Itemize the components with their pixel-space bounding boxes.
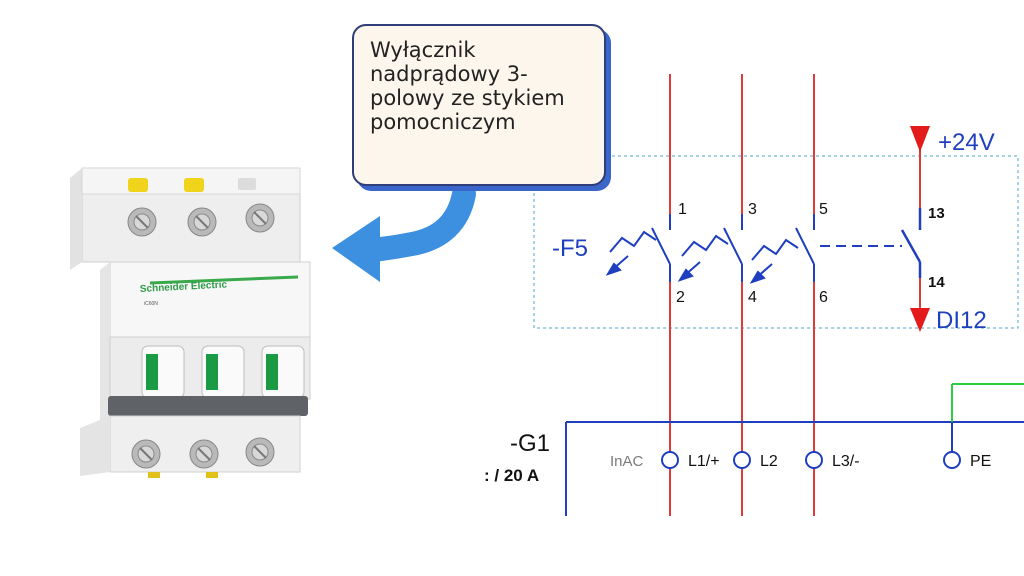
- top-screws: [127, 203, 275, 237]
- schematic: -F5 1 3 5 2 4 6 13 14 +24V DI12 -G1 : / …: [484, 74, 1024, 516]
- bus-label: -G1: [510, 430, 550, 457]
- curved-arrow-icon: [332, 182, 476, 282]
- supply-label: +24V: [938, 129, 995, 156]
- terminal-5: 5: [819, 201, 828, 218]
- bus-terminal-inac: InAC: [610, 453, 644, 470]
- device-label: -F5: [552, 235, 588, 262]
- supply-arrow-icon: [910, 126, 930, 152]
- terminal-1: 1: [678, 201, 687, 218]
- green-stripe: [149, 275, 299, 285]
- yellow-latch: [128, 178, 148, 192]
- bus-bar: [565, 421, 1024, 516]
- input-label: DI12: [936, 307, 987, 334]
- terminal-4: 4: [748, 289, 757, 306]
- terminal-3: 3: [748, 201, 757, 218]
- breaker-brand-logo: Schneider Electric: [140, 279, 228, 295]
- bus-terminal-l3: L3/-: [832, 453, 860, 470]
- terminal-6: 6: [819, 289, 828, 306]
- breaker-contacts: [605, 214, 902, 284]
- breaker-photo: Schneider Electric iC60N: [70, 167, 311, 478]
- toggle-handles: [141, 345, 305, 399]
- input-arrow-icon: [910, 308, 930, 332]
- bus-terminal-l1: L1/+: [688, 453, 720, 470]
- aux-contact: [900, 208, 922, 278]
- callout-text: Wyłącznik nadprądowy 3-polowy ze stykiem…: [370, 38, 565, 134]
- yellow-latch: [184, 178, 204, 192]
- bottom-screws: [131, 437, 275, 469]
- bus-terminal-pe: PE: [970, 453, 991, 470]
- callout-box: Wyłącznik nadprądowy 3-polowy ze stykiem…: [352, 24, 606, 186]
- aux-terminal-13: 13: [928, 205, 945, 222]
- device-enclosure: [533, 155, 1019, 329]
- aux-terminal-14: 14: [928, 274, 945, 291]
- bus-terminal-l2: L2: [760, 453, 778, 470]
- bus-rating: : / 20 A: [484, 466, 539, 485]
- link-bar: [108, 396, 308, 416]
- bus-terminals: [661, 451, 961, 469]
- breaker-model-print: iC60N: [144, 301, 158, 307]
- terminal-2: 2: [676, 289, 685, 306]
